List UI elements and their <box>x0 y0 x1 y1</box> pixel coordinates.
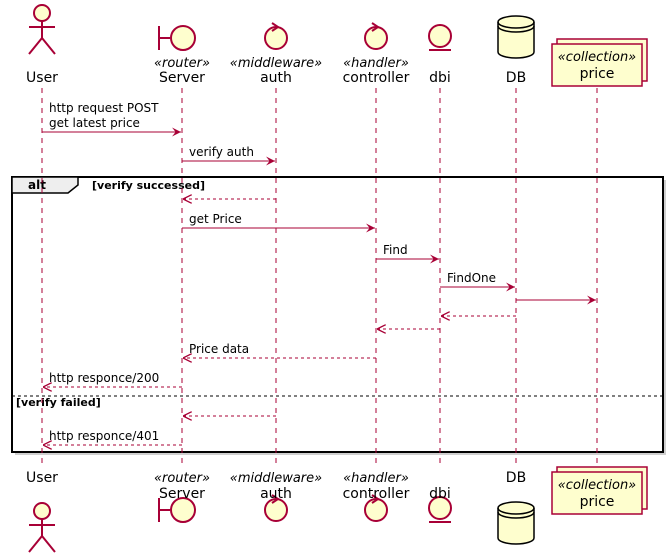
message-label: http request POST <box>49 101 159 115</box>
message-label: get latest price <box>49 116 140 130</box>
participant-name: auth <box>260 70 292 86</box>
participant-price-top: «collection»price <box>551 38 648 87</box>
participant-name: dbi <box>429 70 451 86</box>
participant-auth-bottom: «middleware»auth <box>230 471 322 522</box>
participant-stereotype: «router» <box>154 56 210 71</box>
participant-stereotype: «middleware» <box>230 56 322 71</box>
message-label: get Price <box>189 212 242 226</box>
participant-name: dbi <box>429 486 451 502</box>
participant-name: User <box>26 70 58 86</box>
message-label: Price data <box>189 342 249 356</box>
participant-db-bottom: DB <box>497 470 535 545</box>
participant-dbi-bottom: dbi <box>428 486 452 523</box>
participant-name: auth <box>260 486 292 502</box>
participant-name: DB <box>506 470 526 486</box>
message-arrow: verify auth <box>182 145 275 166</box>
participant-name: DB <box>506 70 526 86</box>
message-label: http responce/200 <box>49 371 159 385</box>
message-label: Find <box>383 243 408 257</box>
participant-auth-top: «middleware»auth <box>230 22 322 86</box>
alt-keyword: alt <box>28 178 46 192</box>
participant-user-bottom: User <box>26 470 58 553</box>
participant-name: price <box>580 66 615 82</box>
participant-db-top: DB <box>497 15 535 86</box>
alt-frame: alt [verify successed] [verify failed] <box>11 176 666 455</box>
message-label: FindOne <box>447 271 496 285</box>
participant-stereotype: «handler» <box>343 56 409 71</box>
participant-stereotype: «collection» <box>558 478 636 493</box>
message-arrow: FindOne <box>440 271 515 292</box>
participant-controller-top: «handler»controller <box>343 22 410 86</box>
participant-name: Server <box>159 486 205 502</box>
participant-stereotype: «router» <box>154 471 210 486</box>
participant-name: controller <box>343 70 410 86</box>
participant-name: Server <box>159 70 205 86</box>
participant-name: controller <box>343 486 410 502</box>
participant-name: User <box>26 470 58 486</box>
participant-stereotype: «middleware» <box>230 471 322 486</box>
message-label: verify auth <box>189 145 254 159</box>
message-arrow: Find <box>376 243 439 264</box>
message-arrow: Price data <box>183 342 376 358</box>
participant-stereotype: «handler» <box>343 471 409 486</box>
participant-controller-bottom: «handler»controller <box>343 471 410 522</box>
alt-condition-success: [verify successed] <box>92 179 205 192</box>
participant-name: price <box>580 494 615 510</box>
message-arrow: http responce/401 <box>43 429 182 445</box>
message-arrow: get Price <box>182 212 375 233</box>
alt-condition-failed: [verify failed] <box>16 396 101 409</box>
message-label: http responce/401 <box>49 429 159 443</box>
participant-price-bottom: «collection»price <box>551 466 648 515</box>
participant-stereotype: «collection» <box>558 50 636 65</box>
participant-user-top: User <box>26 4 58 86</box>
participant-server-top: «router»Server <box>154 25 210 86</box>
message-arrow: http responce/200 <box>43 371 182 387</box>
participant-server-bottom: «router»Server <box>154 471 210 523</box>
participant-dbi-top: dbi <box>428 24 452 86</box>
